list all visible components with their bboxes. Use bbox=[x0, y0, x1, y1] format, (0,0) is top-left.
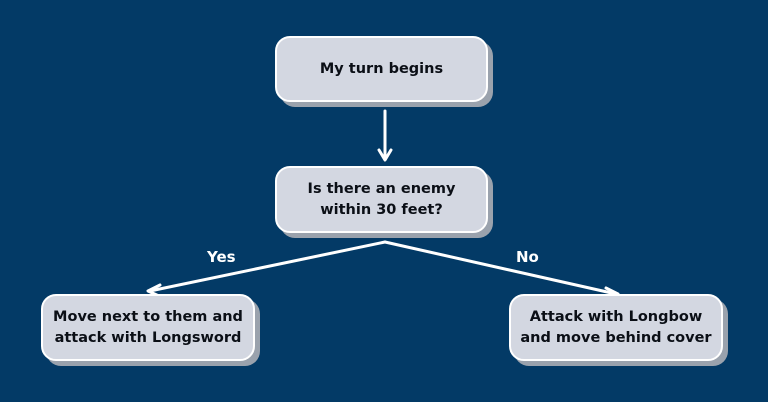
edge-label-yes: Yes bbox=[207, 248, 236, 266]
connector-start-to-question bbox=[377, 109, 393, 162]
edge-label-no: No bbox=[516, 248, 539, 266]
node-enemy-within-30-feet-question: Is there an enemy within 30 feet? bbox=[275, 166, 488, 233]
connector-question-to-yes bbox=[146, 240, 387, 298]
node-my-turn-begins: My turn begins bbox=[275, 36, 488, 102]
node-move-and-attack-longsword: Move next to them and attack with Longsw… bbox=[41, 294, 255, 361]
node-attack-longbow-move-cover: Attack with Longbow and move behind cove… bbox=[509, 294, 723, 361]
connector-question-to-no bbox=[383, 240, 620, 301]
